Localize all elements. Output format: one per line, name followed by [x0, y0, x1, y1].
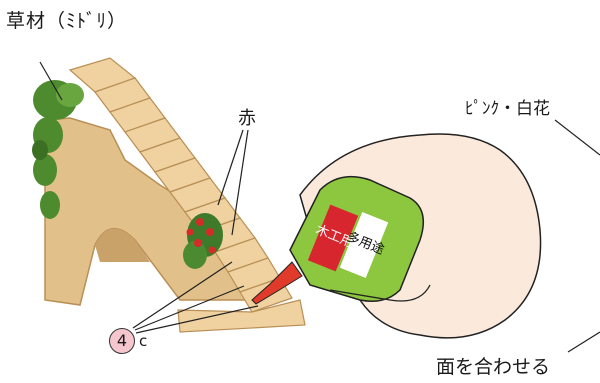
- pointer-line-pink: [554, 119, 600, 156]
- pointer-line-part: [135, 305, 259, 334]
- glue-nozzle: [251, 261, 303, 305]
- thumb: [329, 284, 431, 302]
- hand-with-glue: 木工用 多用途: [251, 133, 542, 339]
- pointer-line-face: [567, 331, 600, 353]
- glue-label-red: [307, 204, 359, 272]
- label-align-faces: 面を合わせる: [436, 356, 551, 378]
- glue-label-white: [339, 211, 389, 279]
- staircase-arch-shadow: [95, 228, 150, 262]
- pointer-line-red: [217, 129, 244, 206]
- label-red: 赤: [238, 108, 256, 129]
- pointer-line-red: [231, 129, 249, 236]
- label-pink-white-flowers: ﾋﾟﾝｸ・白花: [465, 99, 550, 119]
- pointer-lines: [39, 61, 600, 353]
- pointer-line-grass: [39, 61, 63, 101]
- stair-step: [177, 299, 306, 333]
- green-moss: [32, 80, 84, 219]
- part-letter: c: [139, 332, 148, 350]
- red-flowers: [183, 213, 223, 269]
- pointer-line-part: [134, 285, 245, 331]
- label-grass-material: 草材（ﾐﾄﾞﾘ）: [6, 10, 128, 32]
- part-number-badge: 4: [109, 328, 135, 354]
- pointer-line-part: [132, 261, 233, 329]
